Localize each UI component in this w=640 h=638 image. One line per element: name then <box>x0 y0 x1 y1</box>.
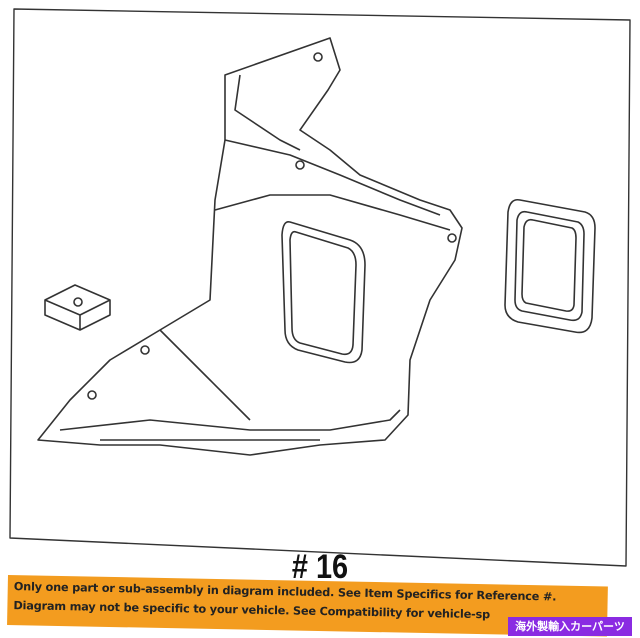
clip <box>44 284 111 331</box>
window-opening <box>281 220 366 364</box>
diagram-border <box>9 8 631 567</box>
watermark-tag: 海外製輸入カーパーツ <box>508 617 632 636</box>
seal-gasket <box>504 198 596 334</box>
fender-liner <box>37 37 463 456</box>
